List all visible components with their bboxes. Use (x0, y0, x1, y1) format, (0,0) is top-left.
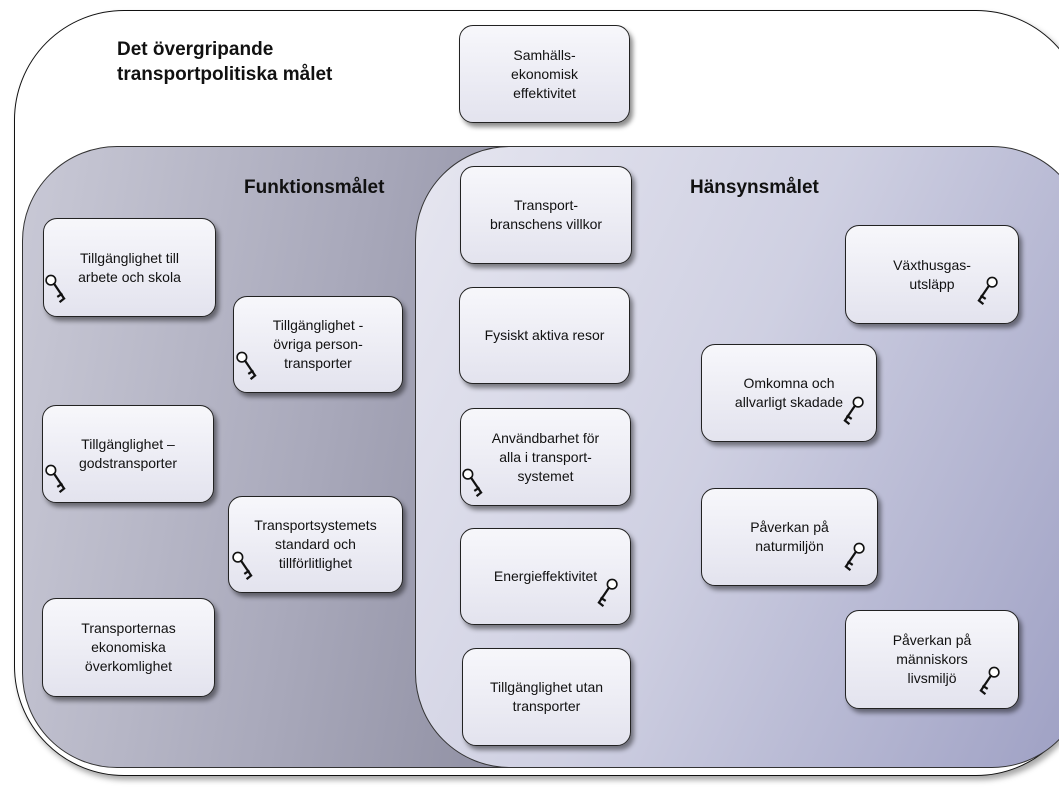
box-paverkan-pa-manniskors-livsmiljo: Påverkan på människors livsmiljö (845, 610, 1019, 709)
box-transportsystemets-standard: Transportsystemets standard och tillförl… (228, 496, 403, 593)
box-transportbranschens-villkor: Transport- branschens villkor (460, 166, 632, 264)
key-icon (979, 666, 1000, 695)
box-vaxthusgasutslapp: Växthusgas- utsläpp (845, 225, 1019, 324)
overall-goal-title: Det övergripande transportpolitiska måle… (117, 39, 333, 85)
key-icon (236, 351, 257, 380)
box-energieffektivitet: Energieffektivitet (460, 528, 631, 625)
box-omkomna-och-allvarligt-skadade: Omkomna och allvarligt skadade (701, 344, 877, 442)
key-icon (597, 578, 618, 607)
box-transporternas-ekonomiska-overkomlighet: Transporternas ekonomiska överkomlighet (42, 598, 215, 697)
box-tillganglighet-arbete-skola: Tillgänglighet till arbete och skola (43, 218, 216, 317)
box-paverkan-pa-naturmiljon: Påverkan på naturmiljön (701, 488, 878, 586)
hansynsmalet-title: Hänsynsmålet (690, 177, 819, 198)
box-anvandbarhet-for-alla: Användbarhet för alla i transport- syste… (460, 408, 631, 506)
key-icon (977, 276, 998, 305)
key-icon (232, 551, 253, 580)
key-icon (844, 542, 865, 571)
box-tillganglighet-utan-transporter: Tillgänglighet utan transporter (462, 648, 631, 746)
key-icon (45, 274, 66, 303)
box-tillganglighet-godstransporter: Tillgänglighet – godstransporter (42, 405, 214, 503)
key-icon (45, 464, 66, 493)
box-tillganglighet-ovriga-persontransporter: Tillgänglighet - övriga person- transpor… (233, 296, 403, 393)
funktionsmalet-title: Funktionsmålet (244, 177, 385, 198)
key-icon (843, 396, 864, 425)
key-icon (462, 468, 483, 497)
box-fysiskt-aktiva-resor: Fysiskt aktiva resor (459, 287, 630, 384)
goal-box-samhallsekonomisk: Samhälls- ekonomisk effektivitet (459, 25, 630, 123)
